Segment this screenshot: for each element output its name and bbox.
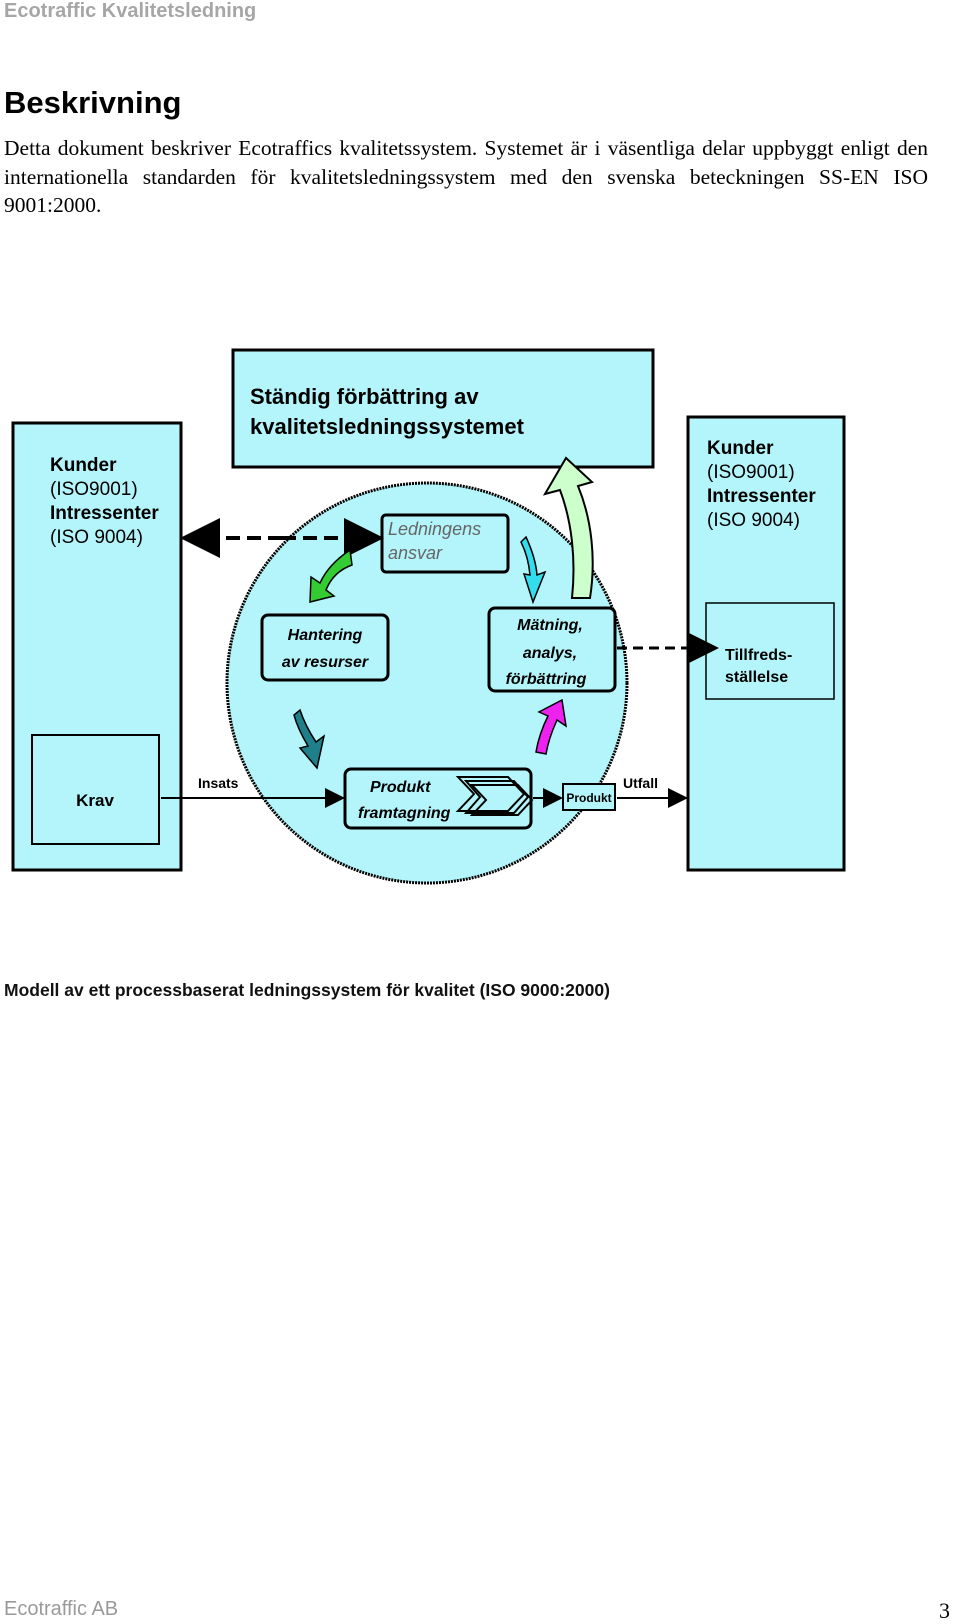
connector-arrows <box>161 518 719 808</box>
resource-line1: Hantering <box>288 627 363 644</box>
magenta-cycle-arrow-icon <box>535 698 568 755</box>
left-box-line4: (ISO 9004) <box>50 527 143 548</box>
requirements-label: Krav <box>76 791 114 810</box>
satisfaction-line1: Tillfreds- <box>725 647 792 664</box>
measurement-line3: förbättring <box>506 671 587 688</box>
continuous-improvement-box: Ständig förbättring av kvalitetslednings… <box>231 348 655 469</box>
right-box-line3: Intressenter <box>707 486 816 507</box>
satisfaction-line2: ställelse <box>725 669 788 686</box>
product-line1: Produkt <box>370 779 431 796</box>
description-paragraph: Detta dokument beskriver Ecotraffics kva… <box>4 136 928 217</box>
top-box-line2: kvalitetsledningssystemet <box>250 414 525 439</box>
product-output-box: Produkt <box>562 783 616 811</box>
green-cycle-arrow-icon <box>309 548 353 603</box>
measurement-box: Mätning, analys, förbättring <box>487 606 617 693</box>
input-label: Insats <box>198 775 239 791</box>
leadership-line1: Ledningens <box>388 519 481 539</box>
figure-caption: Modell av ett processbaserat ledningssys… <box>4 980 610 1000</box>
page-number: 3 <box>939 1598 950 1623</box>
left-box-line2: (ISO9001) <box>50 479 138 500</box>
output-label: Utfall <box>623 775 658 791</box>
product-line2: framtagning <box>358 805 451 822</box>
leadership-box: Ledningens ansvar <box>380 513 510 574</box>
left-box-line3: Intressenter <box>50 503 159 524</box>
customers-right-box: Kunder (ISO9001) Intressenter (ISO 9004)… <box>686 415 846 872</box>
product-output-label: Produkt <box>566 791 611 805</box>
document-header: Ecotraffic Kvalitetsledning <box>4 0 257 22</box>
right-box-line2: (ISO9001) <box>707 462 795 483</box>
resource-line2: av resurser <box>282 654 369 671</box>
left-box-line1: Kunder <box>50 455 117 476</box>
section-title: Beskrivning <box>4 85 182 120</box>
right-box-line4: (ISO 9004) <box>707 510 800 531</box>
customers-left-box: Kunder (ISO9001) Intressenter (ISO 9004)… <box>11 421 183 872</box>
process-model-diagram: Ständig förbättring av kvalitetslednings… <box>11 348 846 885</box>
improvement-arrow-icon <box>542 456 594 599</box>
measurement-line1: Mätning, <box>517 617 583 634</box>
teal-cycle-arrow-icon <box>293 708 326 770</box>
leadership-line2: ansvar <box>388 543 443 563</box>
measurement-line2: analys, <box>523 645 577 662</box>
cyan-cycle-arrow-icon <box>520 535 547 605</box>
product-realization-box: Produkt framtagning <box>343 767 534 830</box>
footer-company: Ecotraffic AB <box>4 1598 119 1620</box>
top-box-line1: Ständig förbättring av <box>250 384 479 409</box>
right-box-line1: Kunder <box>707 438 774 459</box>
chevron-stack-icon <box>455 776 534 816</box>
resource-management-box: Hantering av resurser <box>260 613 390 682</box>
requirements-box <box>31 734 160 845</box>
